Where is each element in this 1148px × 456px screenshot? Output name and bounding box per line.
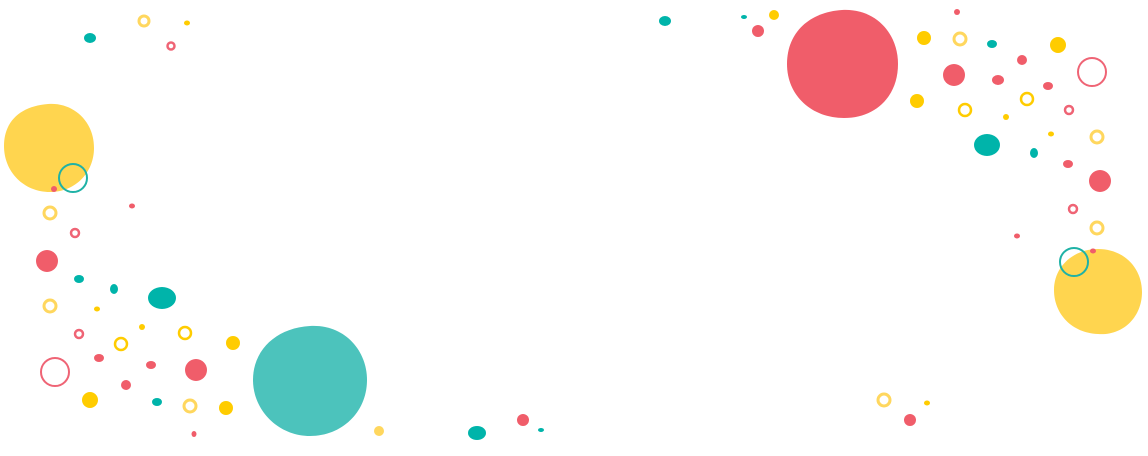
teal-dot [74, 275, 84, 283]
coral-ring [1063, 104, 1075, 116]
teal-blob [974, 134, 1000, 156]
coral-dot [1043, 82, 1053, 90]
yellow-dot [910, 94, 924, 108]
yellow-dot [226, 336, 240, 350]
teal-dot [152, 398, 162, 406]
teal-ring-large [58, 163, 88, 193]
teal-dot [741, 15, 747, 19]
coral-ring [69, 227, 81, 239]
yellow-ring [952, 31, 968, 47]
yellow-ring [182, 398, 198, 414]
teal-blob [148, 287, 176, 309]
yellow-dot [219, 401, 233, 415]
yellow-dot [1048, 131, 1054, 137]
coral-dot [36, 250, 58, 272]
coral-dot [904, 414, 916, 426]
yellow-ring [113, 336, 129, 352]
teal-dot [84, 33, 96, 43]
large-teal-blob-bottom [253, 325, 367, 436]
large-yellow-blob-right [1054, 249, 1142, 335]
coral-dot [1017, 55, 1027, 65]
yellow-dot [184, 20, 190, 26]
teal-dot [1030, 148, 1038, 158]
yellow-ring [1089, 129, 1105, 145]
coral-ring-large [40, 357, 70, 387]
yellow-dot [82, 392, 98, 408]
coral-dot [51, 186, 57, 192]
coral-dot [752, 25, 764, 37]
yellow-dot [139, 324, 145, 330]
coral-ring [1067, 203, 1079, 215]
large-coral-blob-top-right [787, 9, 898, 119]
coral-dot [1089, 170, 1111, 192]
coral-dot [146, 361, 156, 369]
coral-dot [121, 380, 131, 390]
coral-ring [73, 328, 85, 340]
yellow-dot [1050, 37, 1066, 53]
yellow-dot [924, 400, 930, 406]
teal-ring-large [1059, 247, 1089, 277]
coral-ring [166, 41, 176, 51]
yellow-ring [42, 298, 58, 314]
coral-ring-large [1077, 57, 1107, 87]
yellow-ring [876, 392, 892, 408]
coral-dot [94, 354, 104, 362]
coral-dot [943, 64, 965, 86]
coral-dot [129, 203, 135, 209]
yellow-dot [374, 426, 384, 436]
coral-dot [1063, 160, 1073, 168]
coral-dot [191, 431, 197, 437]
yellow-ring [1089, 220, 1105, 236]
coral-dot [954, 9, 960, 15]
yellow-dot [1003, 114, 1009, 120]
yellow-ring [177, 325, 193, 341]
yellow-ring [137, 14, 151, 28]
coral-dot [1014, 233, 1020, 239]
coral-dot [992, 75, 1004, 85]
teal-dot [468, 426, 486, 440]
yellow-ring [42, 205, 58, 221]
coral-dot [517, 414, 529, 426]
yellow-ring [1019, 91, 1035, 107]
teal-dot [110, 284, 118, 294]
teal-dot [987, 40, 997, 48]
coral-dot [1090, 248, 1096, 254]
teal-dot [538, 428, 544, 432]
coral-dot [185, 359, 207, 381]
large-yellow-blob-left [4, 103, 94, 192]
yellow-dot [769, 10, 779, 20]
yellow-dot [917, 31, 931, 45]
yellow-ring [957, 102, 973, 118]
yellow-dot [94, 306, 100, 312]
teal-dot [659, 16, 671, 26]
